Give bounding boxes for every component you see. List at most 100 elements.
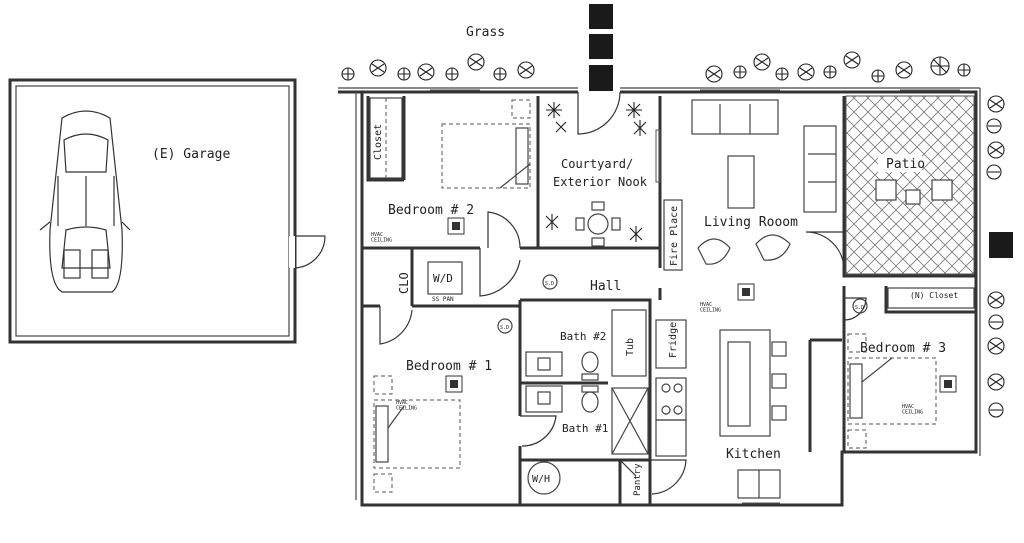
door-swing-icon <box>294 235 326 269</box>
toilet-icon <box>581 351 599 381</box>
shrub-icon <box>988 314 1004 330</box>
doors <box>379 91 867 495</box>
bath1-label: Bath #1 <box>562 422 608 435</box>
shrub-icon <box>493 67 507 81</box>
door-swing-icon <box>520 415 557 447</box>
kitchen: Fridge Kitchen Pantry <box>633 319 787 499</box>
coffee-table <box>727 155 755 209</box>
shrub-icon <box>705 65 723 83</box>
table-icon <box>575 201 621 247</box>
shrub-icon <box>986 118 1002 134</box>
shrub-icon <box>895 61 913 79</box>
shrub-icon <box>987 291 1005 309</box>
shrub-icon <box>445 67 459 81</box>
shrub-icon <box>775 67 789 81</box>
door-swing-icon <box>379 306 413 345</box>
chair-icon <box>875 179 953 205</box>
pantry-label: Pantry <box>633 463 643 496</box>
shrub-icon <box>957 63 971 77</box>
fireplace-label: Fire Place <box>669 206 680 266</box>
shrub-icon <box>369 59 387 77</box>
sink-icon <box>525 385 563 413</box>
shrub-icon <box>517 61 535 79</box>
shrub-icon <box>341 67 355 81</box>
shrub-icon <box>988 402 1004 418</box>
courtyard: Courtyard/ Exterior Nook <box>545 102 661 247</box>
closet-label: Closet <box>373 124 384 160</box>
hall: CLO W/D SS PAN Hall S.D S.D S.D <box>397 261 868 334</box>
bed-icon <box>373 375 461 493</box>
windows <box>430 89 960 504</box>
smoke-detector: S.D <box>855 305 864 311</box>
shrub-icon <box>397 67 411 81</box>
shrub-icon <box>987 95 1005 113</box>
shrub-icon <box>843 51 861 69</box>
door-swing-icon <box>650 459 687 495</box>
courtyard-label-1: Courtyard/ <box>561 157 633 171</box>
bed-icon <box>441 99 531 189</box>
door-swing-icon <box>577 91 621 135</box>
smoke-detector: S.D <box>500 325 509 331</box>
house-walls <box>338 87 981 507</box>
shrub-icon <box>871 69 885 83</box>
garage-label: (E) Garage <box>152 147 230 162</box>
toilet-icon <box>581 385 599 413</box>
sofa-icon <box>691 99 837 213</box>
sink-icon <box>525 351 563 377</box>
shrub-icon <box>987 337 1005 355</box>
vent-icon <box>447 217 465 235</box>
kitchen-label: Kitchen <box>726 447 781 462</box>
door-swing-icon <box>487 211 521 249</box>
wh-label: W/H <box>532 474 550 485</box>
garage: (E) Garage <box>8 78 326 344</box>
door-swing-icon <box>843 297 867 321</box>
bedroom3-label: Bedroom # 3 <box>860 341 946 356</box>
wd-label: W/D <box>433 272 453 285</box>
bath2-label: Bath #2 <box>560 330 606 343</box>
patio-label: Patio <box>886 157 925 172</box>
grass-label: Grass <box>466 25 505 40</box>
shrub-icon <box>733 65 747 79</box>
bedroom1-label: Bedroom # 1 <box>406 359 492 374</box>
smoke-detector: S.D <box>545 281 554 287</box>
bed-icon <box>847 333 937 449</box>
patio: Patio <box>845 95 975 275</box>
shrub-icon <box>467 53 485 71</box>
shrub-icon <box>753 53 771 71</box>
car-icon <box>39 110 131 293</box>
shrub-icon <box>987 373 1005 391</box>
chair-icon <box>771 341 787 421</box>
shrub-icon <box>797 63 815 81</box>
clo-label: CLO <box>397 272 411 294</box>
fireplace <box>663 199 683 271</box>
door-swing-icon <box>619 459 637 477</box>
bath-2: Bath #2 Tub <box>525 309 647 381</box>
vent-icon <box>737 283 755 301</box>
shrub-icon <box>930 56 950 76</box>
shrub-icon <box>545 102 647 242</box>
door-swing-icon <box>805 231 845 271</box>
shrub-icon <box>417 63 435 81</box>
stove-icon <box>655 377 687 421</box>
shrub-row-top <box>341 51 971 83</box>
door-swing-icon <box>479 248 521 297</box>
shrub-icon <box>987 141 1005 159</box>
tub-label: Tub <box>625 338 636 356</box>
ss-pan-label: SS PAN <box>432 296 454 303</box>
shrub-icon <box>823 65 837 79</box>
courtyard-label-2: Exterior Nook <box>553 175 648 189</box>
kitchen-island <box>719 329 771 437</box>
shrub-column-right <box>986 95 1005 418</box>
shrub-icon <box>986 164 1002 180</box>
n-closet-label: (N) Closet <box>910 291 958 300</box>
bath-1: Bath #1 W/H <box>525 385 649 495</box>
hall-label: Hall <box>590 279 621 294</box>
